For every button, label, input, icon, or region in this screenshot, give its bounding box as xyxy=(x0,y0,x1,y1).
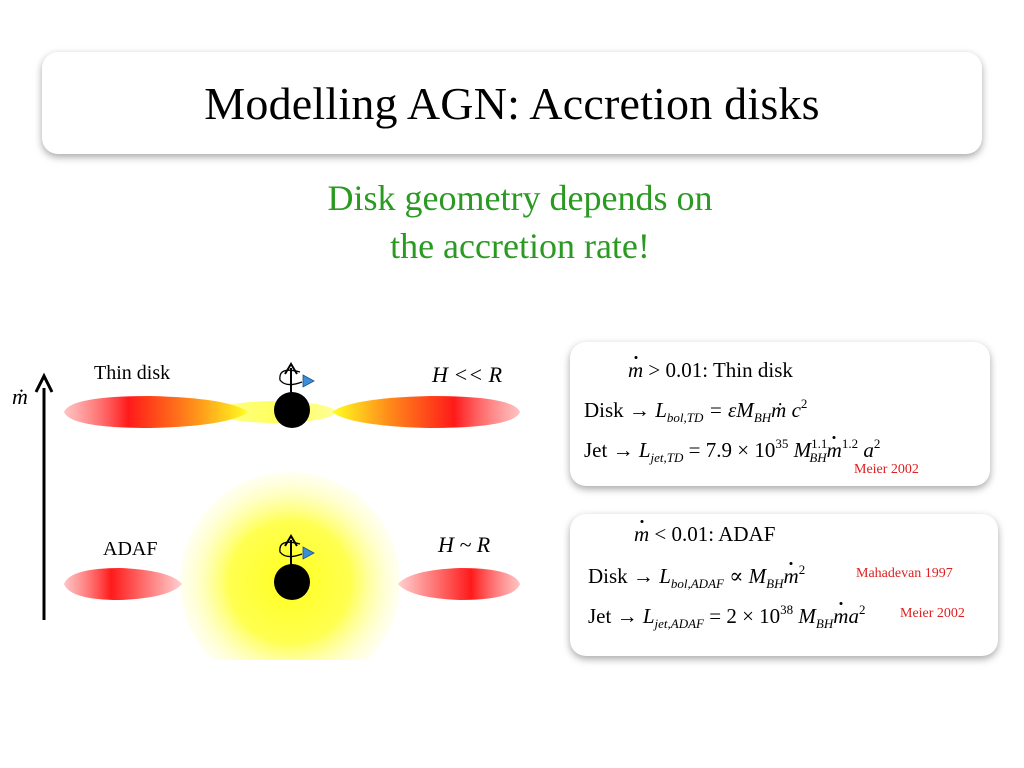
black-hole-adaf xyxy=(274,564,310,600)
accretion-diagram xyxy=(34,362,520,660)
axis-arrowhead-icon xyxy=(34,372,54,393)
spin-arrow-icon-adaf xyxy=(279,534,315,566)
adaf-disk-reference: Mahadevan 1997 xyxy=(856,566,953,581)
adaf-jet-luminosity: Jet → Ljet,ADAF = 2 × 1038 MBHma2 xyxy=(588,602,866,631)
slide-title: Modelling AGN: Accretion disks xyxy=(204,77,820,129)
black-hole-thin-disk xyxy=(274,392,310,428)
spin-arrow-icon-thin xyxy=(279,362,315,394)
thin-jet-reference: Meier 2002 xyxy=(854,462,919,477)
subtitle: Disk geometry depends on the accretion r… xyxy=(200,174,840,270)
adaf-label: ADAF xyxy=(103,538,158,560)
thin-disk-label: Thin disk xyxy=(94,362,171,384)
adaf-jet-reference: Meier 2002 xyxy=(900,606,965,621)
adaf-relation: H ~ R xyxy=(438,532,491,557)
axis-label: ṁ xyxy=(12,384,28,409)
adaf-condition: m < 0.01: ADAF xyxy=(634,522,776,546)
subtitle-line-2: the accretion rate! xyxy=(390,226,650,266)
thin-disk-equations: m > 0.01: Thin disk Disk → Lbol,TD = εMB… xyxy=(570,342,990,486)
subtitle-line-1: Disk geometry depends on xyxy=(327,178,713,218)
title-box: Modelling AGN: Accretion disks xyxy=(42,52,982,154)
thin-disk-relation: H << R xyxy=(432,362,503,387)
thin-condition: m > 0.01: Thin disk xyxy=(628,358,793,382)
adaf-disk-right xyxy=(398,568,520,600)
adaf-disk-left xyxy=(64,568,182,600)
thin-jet-luminosity: Jet → Ljet,TD = 7.9 × 1035 M1.1BHm1.2 a2 xyxy=(584,436,881,465)
adaf-disk-luminosity: Disk → Lbol,ADAF ∝ MBHm2 xyxy=(588,562,806,591)
adaf-equations: m < 0.01: ADAF Disk → Lbol,ADAF ∝ MBHm2 … xyxy=(570,514,998,656)
thin-disk-luminosity: Disk → Lbol,TD = εMBHṁ c2 xyxy=(584,396,808,425)
